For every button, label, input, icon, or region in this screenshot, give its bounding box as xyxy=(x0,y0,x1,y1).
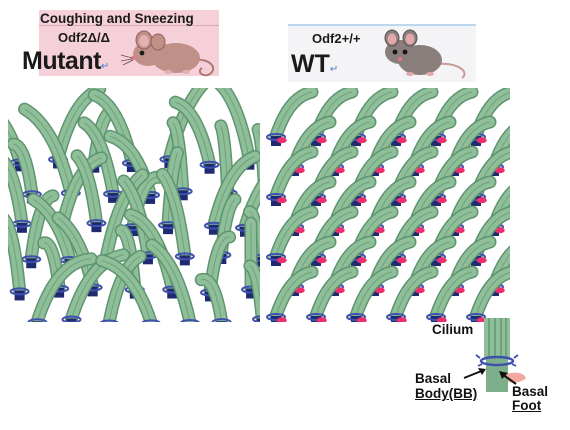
basal-foot xyxy=(476,197,487,204)
cilium xyxy=(346,265,399,322)
basal-foot xyxy=(316,137,327,144)
basal-foot xyxy=(454,287,465,294)
cilium xyxy=(70,149,107,233)
mutant-genotype: Odf2Δ/Δ xyxy=(58,30,110,45)
cilium xyxy=(386,265,439,322)
basal-foot xyxy=(396,197,407,204)
basal-foot xyxy=(356,197,367,204)
basal-foot xyxy=(476,257,487,264)
basal-foot xyxy=(334,167,345,174)
cilium xyxy=(8,213,30,301)
basal-foot xyxy=(396,137,407,144)
basal-foot xyxy=(316,257,327,264)
basal-foot xyxy=(294,227,305,234)
basal-foot xyxy=(374,227,385,234)
basal-foot xyxy=(356,317,367,322)
basal-body-label: Basal Body(BB) xyxy=(415,371,478,401)
basal-foot xyxy=(396,257,407,264)
basal-body xyxy=(66,318,77,322)
cilium-legend-diagram xyxy=(475,318,526,392)
basal-body xyxy=(216,321,227,322)
basal-foot xyxy=(276,137,287,144)
cilium xyxy=(266,88,319,146)
mutant-label: Mutant↵ xyxy=(22,47,109,75)
basal-foot xyxy=(316,317,327,322)
basal-foot xyxy=(374,287,385,294)
cilium xyxy=(95,254,161,322)
phenotype-caption: Coughing and Sneezing xyxy=(40,11,194,26)
basal-body xyxy=(54,287,65,298)
cilium xyxy=(168,95,220,174)
cilium xyxy=(27,252,98,322)
wt-label: WT↵ xyxy=(291,50,339,78)
mutant-header-divider xyxy=(39,25,219,26)
basal-body xyxy=(14,290,25,301)
cilium xyxy=(243,259,260,322)
basal-foot xyxy=(396,317,407,322)
arrow-icon xyxy=(499,371,517,385)
basal-body xyxy=(257,318,260,322)
cilium xyxy=(61,248,131,322)
basal-foot xyxy=(374,167,385,174)
mutant-cilia-panel xyxy=(8,88,260,322)
wt-genotype: Odf2+/+ xyxy=(312,31,361,46)
basal-foot xyxy=(276,197,287,204)
basal-foot xyxy=(454,227,465,234)
basal-foot xyxy=(414,167,425,174)
basal-foot xyxy=(494,167,505,174)
wt-cilia-panel xyxy=(266,88,510,322)
basal-body xyxy=(126,162,137,173)
basal-body xyxy=(167,288,178,299)
basal-body xyxy=(32,321,43,322)
cilium xyxy=(145,238,200,322)
mouse-mutant-icon xyxy=(120,30,215,77)
cilium xyxy=(194,272,232,322)
basal-foot xyxy=(436,257,447,264)
basal-foot xyxy=(476,137,487,144)
wt-header-box xyxy=(288,24,476,82)
arrow-icon xyxy=(463,368,486,379)
basal-foot xyxy=(356,137,367,144)
basal-foot xyxy=(334,287,345,294)
basal-body xyxy=(14,161,25,172)
cilium xyxy=(77,116,124,203)
basal-foot xyxy=(494,227,505,234)
cilium xyxy=(426,265,479,322)
basal-foot xyxy=(294,167,305,174)
wt-cilia-illustration xyxy=(266,88,510,322)
basal-body xyxy=(87,286,98,297)
basal-foot xyxy=(334,227,345,234)
cilium xyxy=(466,265,510,322)
basal-foot-label: Basal Foot xyxy=(512,384,549,413)
basal-foot xyxy=(276,317,287,322)
basal-foot xyxy=(494,287,505,294)
cilium-label: Cilium xyxy=(432,322,474,337)
cilium xyxy=(266,205,319,266)
basal-foot xyxy=(414,287,425,294)
basal-foot xyxy=(414,227,425,234)
mutant-cilia-illustration xyxy=(8,88,260,322)
basal-foot xyxy=(294,287,305,294)
wt-header-divider xyxy=(288,24,476,26)
basal-foot xyxy=(276,257,287,264)
mouse-wt-icon xyxy=(384,29,466,79)
cilium xyxy=(306,265,359,322)
basal-foot xyxy=(356,257,367,264)
basal-foot xyxy=(436,197,447,204)
cilium xyxy=(203,149,260,235)
basal-foot xyxy=(436,317,447,322)
basal-foot xyxy=(316,197,327,204)
basal-foot xyxy=(436,137,447,144)
basal-foot xyxy=(454,167,465,174)
cilium xyxy=(266,145,319,206)
cilium xyxy=(266,265,319,322)
cilium xyxy=(155,167,195,266)
